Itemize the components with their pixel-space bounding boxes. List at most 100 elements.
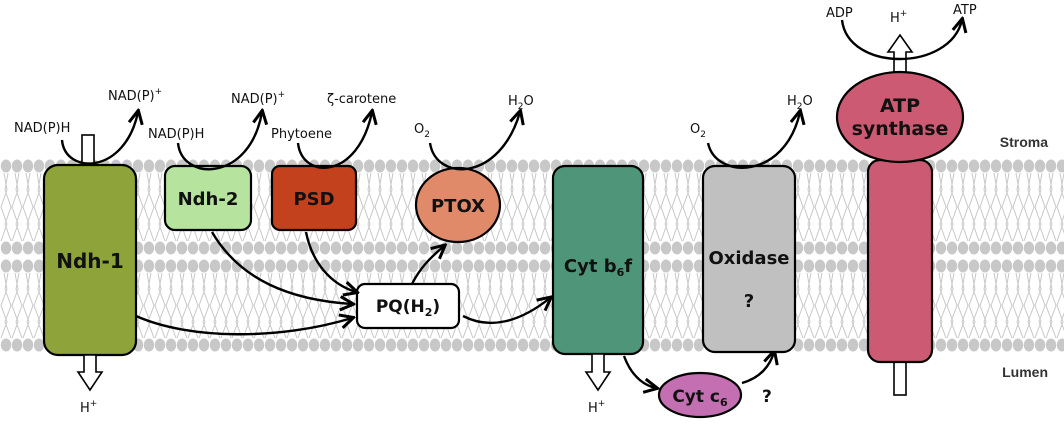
- lipid-tail: [851, 272, 859, 339]
- lipid-head: [825, 159, 837, 173]
- cytc6-label: Cyt c6: [672, 387, 728, 409]
- lipid-head: [165, 338, 177, 352]
- lipid-head: [495, 338, 507, 352]
- cytc6-complex: Cyt c6: [657, 371, 743, 419]
- lipid-head: [1045, 159, 1057, 173]
- lipid-head: [22, 159, 34, 173]
- plastoquinone-pool: PQ(H2): [355, 282, 461, 330]
- zeta-carotene-label: ζ-carotene: [327, 92, 396, 107]
- lipid-tail: [26, 272, 34, 339]
- lipid-head: [198, 241, 210, 255]
- lipid-tail: [807, 172, 815, 242]
- lipid-tail: [521, 172, 529, 242]
- lipid-head: [341, 259, 353, 273]
- lipid-head: [671, 338, 683, 352]
- lipid-head: [957, 259, 969, 273]
- lipid-tail: [1005, 272, 1013, 339]
- psd-complex: PSD: [270, 164, 358, 232]
- lipid-tail: [389, 172, 397, 242]
- lipid-head: [363, 259, 375, 273]
- lipid-head: [407, 259, 419, 273]
- lipid-head: [308, 338, 320, 352]
- lipid-head: [330, 259, 342, 273]
- lipid-head: [803, 338, 815, 352]
- lumen-label: Lumen: [1002, 364, 1048, 380]
- atp-synthase-proton-arrow: [886, 33, 914, 75]
- lipid-head: [539, 159, 551, 173]
- lipid-head: [297, 241, 309, 255]
- atp-synthase-membrane-domain: [866, 158, 934, 364]
- lipid-head: [506, 259, 518, 273]
- lipid-head: [385, 241, 397, 255]
- lipid-tail: [268, 272, 276, 339]
- lipid-head: [286, 259, 298, 273]
- cytc6-question-mark: ?: [762, 387, 772, 407]
- lipid-head: [11, 338, 23, 352]
- lipid-tail: [235, 272, 243, 339]
- lipid-head: [858, 338, 870, 352]
- lipid-tail: [290, 272, 298, 339]
- lipid-head: [396, 159, 408, 173]
- lipid-head: [209, 338, 221, 352]
- lipid-head: [649, 338, 661, 352]
- lipid-head: [374, 241, 386, 255]
- lipid-head: [440, 259, 452, 273]
- lipid-head: [0, 338, 12, 352]
- lipid-head: [187, 241, 199, 255]
- lipid-tail: [213, 272, 221, 339]
- lipid-tail: [675, 172, 683, 242]
- ndh1-proton-arrow: [76, 354, 104, 392]
- lipid-head: [462, 259, 474, 273]
- oxidase-h2o-label: H2O: [787, 94, 813, 112]
- lipid-head: [660, 241, 672, 255]
- lipid-head: [385, 259, 397, 273]
- lipid-tail: [466, 272, 474, 339]
- lipid-tail: [147, 172, 155, 242]
- lipid-tail: [653, 272, 661, 339]
- lipid-head: [1001, 159, 1013, 173]
- lipid-head: [154, 259, 166, 273]
- lipid-head: [330, 241, 342, 255]
- lipid-head: [1023, 159, 1035, 173]
- lipid-head: [1034, 259, 1046, 273]
- lipid-head: [374, 338, 386, 352]
- lipid-head: [396, 259, 408, 273]
- adp-to-atp-arrow: [840, 20, 962, 61]
- lipid-head: [825, 259, 837, 273]
- lipid-tail: [1049, 172, 1057, 242]
- lipid-head: [363, 338, 375, 352]
- lipid-head: [484, 241, 496, 255]
- lipid-head: [242, 241, 254, 255]
- lipid-head: [451, 338, 463, 352]
- pq-to-cytb6f-arrow: [462, 298, 550, 325]
- ndh1-nadp-label: NAD(P)+: [108, 87, 162, 104]
- lipid-head: [803, 159, 815, 173]
- lipid-head: [220, 241, 232, 255]
- lipid-head: [495, 241, 507, 255]
- lipid-tail: [840, 172, 848, 242]
- lipid-tail: [939, 272, 947, 339]
- lipid-head: [506, 159, 518, 173]
- lipid-head: [682, 241, 694, 255]
- lipid-head: [440, 338, 452, 352]
- lipid-head: [1001, 338, 1013, 352]
- lipid-head: [858, 159, 870, 173]
- lipid-head: [176, 338, 188, 352]
- lipid-head: [539, 259, 551, 273]
- lipid-head: [836, 338, 848, 352]
- lipid-head: [253, 259, 265, 273]
- lipid-head: [1056, 241, 1064, 255]
- lipid-head: [528, 259, 540, 273]
- lipid-head: [385, 159, 397, 173]
- lipid-head: [528, 338, 540, 352]
- lipid-head: [1034, 338, 1046, 352]
- lipid-head: [935, 259, 947, 273]
- lipid-tail: [345, 272, 353, 339]
- ndh2-label: Ndh-2: [178, 189, 239, 210]
- lipid-tail: [202, 272, 210, 339]
- lipid-tail: [147, 272, 155, 339]
- lipid-head: [957, 338, 969, 352]
- ndh2-to-pq-arrow: [210, 231, 352, 304]
- lipid-head: [143, 338, 155, 352]
- lipid-head: [231, 259, 243, 273]
